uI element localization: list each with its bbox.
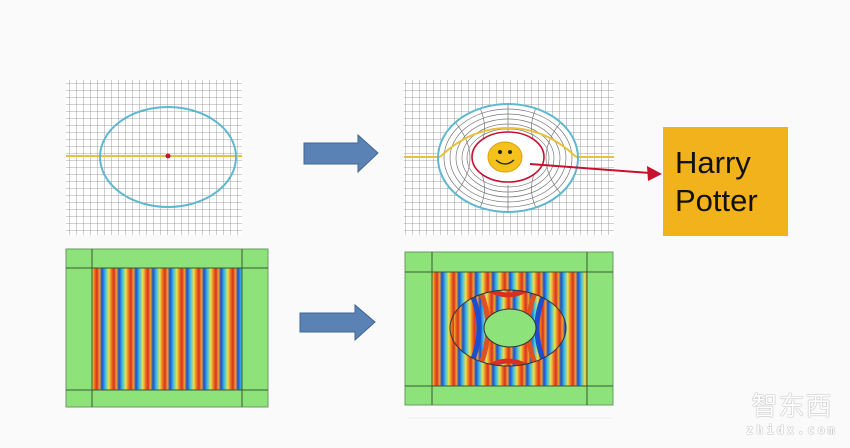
- cloaked-wave-simulation: [404, 251, 614, 419]
- object-dot: [165, 153, 171, 159]
- label-line-2: Potter: [675, 182, 758, 218]
- watermark-url: zhidx.com: [746, 423, 839, 437]
- cloak-boundary: [437, 103, 579, 213]
- cloak-boundary: [99, 106, 237, 208]
- smiley-icon: [487, 141, 523, 173]
- arrowhead-icon: [647, 166, 662, 181]
- arrow-right-icon: [299, 303, 376, 342]
- watermark: 智东西 zhidx.com: [746, 386, 838, 437]
- harry-potter-label: Harry Potter: [663, 127, 788, 236]
- cloaked-grid-diagram: [404, 80, 614, 235]
- pointer-line: [529, 163, 651, 174]
- plane-wave-simulation: [65, 248, 269, 408]
- arrow-right-icon: [303, 133, 379, 174]
- label-line-1: Harry: [675, 144, 751, 180]
- plain-grid-diagram: [66, 80, 242, 235]
- bent-light-ray: [439, 126, 577, 158]
- watermark-logo: 智东西: [751, 392, 833, 422]
